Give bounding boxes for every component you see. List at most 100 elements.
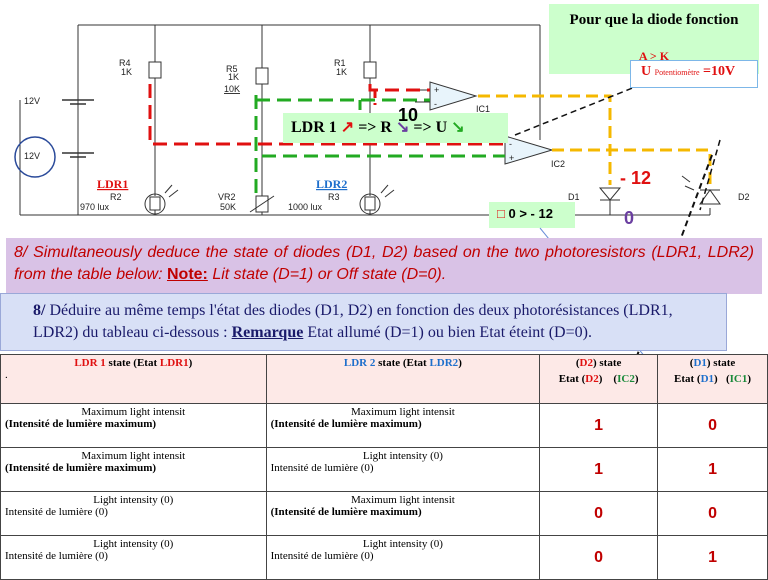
ic1-plus: + [434, 85, 439, 95]
vr2-value: 50K [220, 202, 236, 212]
ldr2-fr: Intensité de lumière (0) [270, 550, 374, 562]
header-ldr1-b: LDR1 [159, 357, 189, 369]
yellow-output-paths [478, 94, 712, 188]
ldr1-label: LDR1 [97, 177, 128, 191]
question-fr-text-a: Déduire au même temps l'état des diodes … [33, 302, 673, 341]
r2-value: 970 lux [80, 202, 110, 212]
arrow-up-icon: ↗ [340, 119, 355, 136]
source-label-bottom: 12V [24, 151, 40, 161]
resistor-bodies [148, 61, 377, 85]
annotation-arrows [514, 84, 721, 211]
circuit-wires [19, 24, 711, 216]
ldr1-en: Maximum light intensit [81, 450, 186, 462]
d1-diode [598, 187, 622, 201]
ldr1-cell: Maximum light intensit(Intensité de lumi… [0, 447, 267, 492]
header-ldr1-pre: LDR 1 [74, 357, 106, 369]
h-d2-l1c: ) state [592, 357, 622, 369]
ldr1-fr: (Intensité de lumière maximum) [5, 418, 157, 430]
ldr2-cell: Light intensity (0)Intensité de lumière … [265, 535, 541, 580]
ldr1-fr: Intensité de lumière (0) [5, 506, 108, 518]
header-ldr2-c: ) [458, 357, 462, 369]
r5-value: 1K [228, 72, 239, 82]
d2-value: 1 [539, 447, 659, 492]
table-row: Maximum light intensit(Intensité de lumi… [0, 403, 768, 448]
resistance-value-10: 10 [398, 105, 419, 125]
question-english: 8/ Simultaneously deduce the state of di… [6, 238, 762, 294]
circuit-diagram: 12V 12V R4 1K R5 1K 10K R1 1K LDR1 LDR2 … [14, 24, 750, 216]
header-d2: (D2) state Etat (D2) (IC2) [539, 354, 659, 404]
h-d1-l2f: ) [747, 373, 752, 385]
table-row: Light intensity (0)Intensité de lumière … [0, 535, 768, 580]
source-label-top: 12V [24, 96, 40, 106]
question-fr-remark: Remarque [231, 324, 304, 341]
h-d1-l2d: ( [725, 373, 730, 385]
header-ldr2-b: LDR2 [429, 357, 459, 369]
ldr2-cell: Light intensity (0)Intensité de lumière … [265, 447, 541, 492]
ldr2-sensor [359, 184, 395, 215]
d1-label: D1 [568, 192, 580, 202]
ldr1-en: Light intensity (0) [93, 538, 174, 550]
ldr1-cell: Light intensity (0)Intensité de lumière … [0, 535, 267, 580]
question-en-number: 8/ [14, 244, 28, 261]
ldr1-en: Maximum light intensit [81, 406, 186, 418]
r1-name: R1 [334, 58, 346, 68]
ldr1-sensor [144, 184, 179, 215]
battery-highlight-circle [14, 136, 56, 178]
checkbox-icon: □ [497, 206, 505, 221]
arrow-down-icon: ↘ [395, 119, 410, 136]
ic1-minus: - [434, 99, 437, 109]
header-ldr1-c: ) [188, 357, 193, 369]
vr2-name: VR2 [218, 192, 236, 202]
h-d1-l2a: Etat ( [674, 373, 701, 385]
h-d1-l1c: ) state [706, 357, 736, 369]
red-signal-paths [148, 84, 505, 146]
ldr-relationship-callout: LDR 1 ↗ => R ↘ => U ↘ [283, 113, 508, 143]
d1-value: 0 [657, 491, 768, 536]
comparison-callout: □ 0 > - 12 [489, 202, 575, 228]
u-prefix: U [641, 64, 652, 79]
question-en-note: Note: [166, 266, 208, 283]
potentiometer-voltage-callout: U Potentiomètre =10V [630, 60, 758, 88]
ldr2-label: LDR2 [316, 177, 347, 191]
h-d1-l1a: ( [689, 357, 694, 369]
h-d2-l2e: IC2 [617, 373, 635, 385]
battery-symbols [62, 99, 94, 158]
h-d1-l2e: IC1 [729, 373, 748, 385]
r5-name: R5 [226, 64, 238, 74]
header-d1: (D1) state Etat (D1) (IC1) [657, 354, 768, 404]
ldr2-cell: Maximum light intensit(Intensité de lumi… [265, 403, 541, 448]
h-d2-l2f: ) [634, 373, 639, 385]
ldr-relationship-c: => U [413, 119, 448, 136]
u-subscript: Potentiomètre [654, 68, 700, 77]
r5-extra: 10K [224, 84, 240, 94]
ldr-relationship-b: => R [358, 119, 392, 136]
zero-label: 0 [624, 208, 635, 228]
diode-condition-sub: A > K [638, 49, 670, 63]
arrow-down-icon-2: ↘ [451, 119, 465, 136]
ic2-minus: - [509, 139, 512, 149]
ic1-label: IC1 [476, 104, 490, 114]
vr2-potentiometer [249, 195, 275, 213]
ldr2-en: Maximum light intensit [350, 406, 455, 418]
header-dot: . [5, 369, 8, 381]
table-row: Light intensity (0)Intensité de lumière … [0, 491, 768, 536]
header-ldr2: LDR 2 state (Etat LDR2) [265, 354, 541, 404]
question-en-text-b: Lit state (D=1) or Off state (D=0). [212, 266, 447, 283]
u-value: =10V [703, 64, 736, 79]
h-d2-l2c: ) [598, 373, 603, 385]
header-ldr2-a: state (Etat [375, 357, 430, 369]
ldr2-fr: Intensité de lumière (0) [270, 462, 374, 474]
diode-condition-title: Pour que la diode fonction [569, 12, 739, 28]
d1-value: 1 [657, 447, 768, 492]
h-d2-l1b: D2 [579, 357, 593, 369]
table-header-row: LDR 1 state (Etat LDR1) . LDR 2 state (E… [0, 354, 768, 404]
r1-value: 1K [336, 67, 347, 77]
d2-label: D2 [738, 192, 750, 202]
ldr2-fr: (Intensité de lumière maximum) [270, 506, 422, 518]
h-d2-l2d: ( [613, 373, 618, 385]
ic2-opamp [504, 135, 554, 165]
header-ldr1-a: state (Etat [105, 357, 160, 369]
comparison-text: 0 > - 12 [508, 206, 553, 221]
ldr2-en: Light intensity (0) [362, 450, 443, 462]
ldr1-fr: Intensité de lumière (0) [5, 550, 108, 562]
